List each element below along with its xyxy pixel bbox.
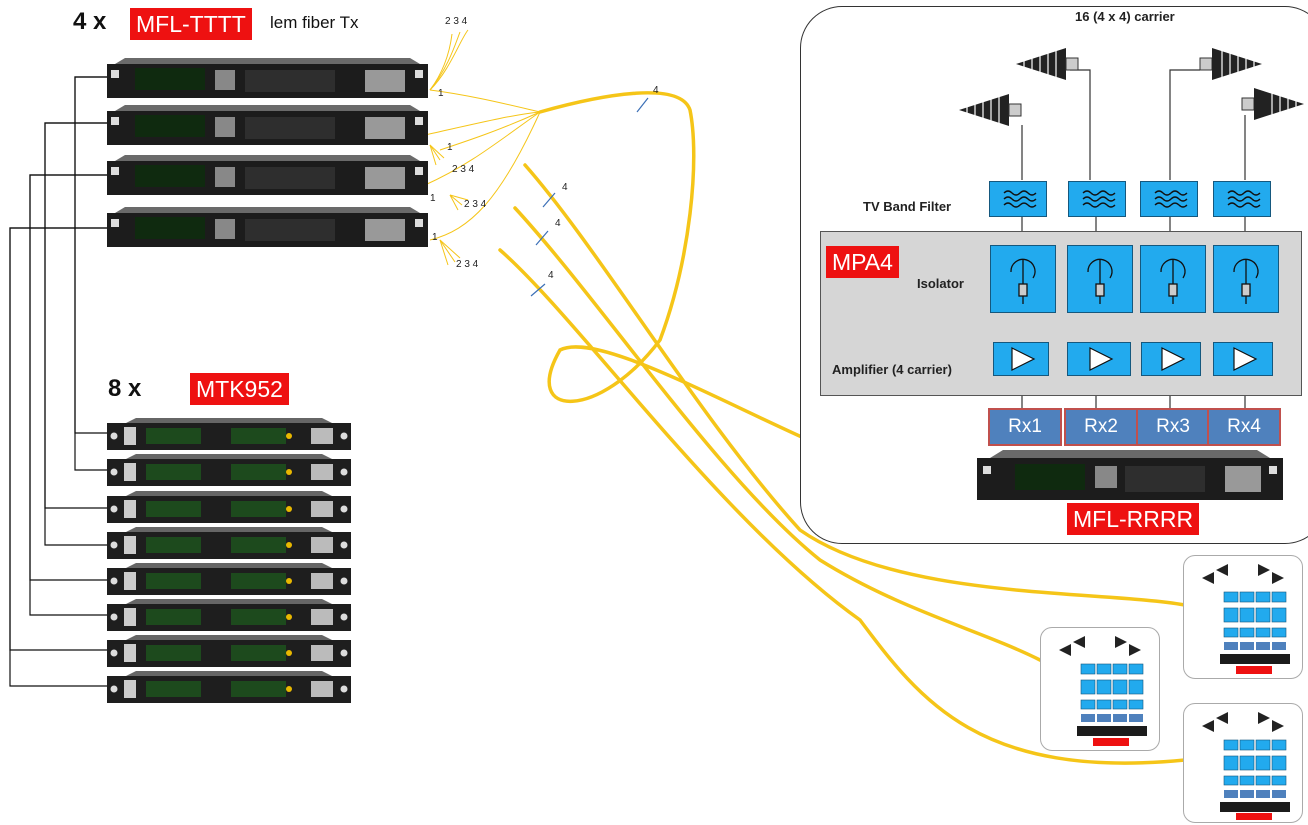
rx3-box: Rx3 [1136,408,1210,446]
fiber-label-one-d: 1 [432,232,438,243]
mtk-unit [106,599,352,632]
antenna-icon [953,88,1025,137]
fiber-label-one-c: 1 [430,193,436,204]
rx2-box: Rx2 [1064,408,1138,446]
wave-filter-icon [1140,181,1198,217]
fiber-label-mid-b: 2 3 4 [452,164,475,175]
isolator-label: Isolator [917,276,964,291]
mtk-unit [106,454,352,487]
mtk-unit [106,418,352,451]
tx-unit [105,207,430,249]
mtk-unit [106,635,352,668]
tx-unit [105,105,430,147]
mini-carrier-system [1183,703,1303,823]
fanout-fibers [424,29,541,266]
control-wires [9,76,108,687]
wave-filter-icon [1213,181,1271,217]
fiber-label-four-b: 4 [562,182,568,193]
mtk-model-tag: MTK952 [190,373,289,405]
isolator-icon [990,245,1056,313]
tv-band-filter-label: TV Band Filter [863,199,952,214]
amplifier-icon [1213,342,1273,376]
rx-unit-tag: MFL-RRRR [1067,503,1200,535]
mini-carrier-system [1183,555,1303,679]
mpa4-tag: MPA4 [826,246,899,278]
fiber-label-top: 2 3 4 [445,16,468,27]
wave-filter-icon [1068,181,1126,217]
tx-model-tag: MFL-TTTT [130,8,252,40]
isolator-icon [1213,245,1279,313]
tx-unit [105,155,430,197]
tx-subtitle: lem fiber Tx [270,13,359,32]
tx-unit [105,58,430,100]
fiber-label-one-a: 1 [438,88,444,99]
fiber-label-one-b: 1 [447,142,453,153]
fiber-label-four-c: 4 [555,218,561,229]
rx-unit [975,450,1285,502]
mtk-unit [106,527,352,560]
antenna-icon [1238,82,1308,131]
rx1-box: Rx1 [988,408,1062,446]
fiber-ticks [530,97,649,297]
fiber-label-mid-d: 2 3 4 [456,259,479,270]
mtk-count: 8 x [108,375,142,402]
mtk-unit [106,563,352,596]
rx4-box: Rx4 [1207,408,1281,446]
antenna-icon [1196,42,1268,91]
amplifier-label: Amplifier (4 carrier) [832,362,952,377]
carrier-title: 16 (4 x 4) carrier [1075,9,1175,24]
thick-fibers [498,91,1187,765]
mini-carrier-system [1040,627,1160,751]
isolator-icon [1140,245,1206,313]
mtk-unit [106,671,352,704]
antenna-icon [1010,42,1082,91]
tx-count: 4 x [73,8,107,35]
isolator-icon [1067,245,1133,313]
fiber-label-four-d: 4 [548,270,554,281]
fiber-label-four-a: 4 [653,85,659,96]
amplifier-icon [1141,342,1201,376]
amplifier-icon [1067,342,1131,376]
mtk-unit [106,491,352,524]
amplifier-icon [993,342,1049,376]
wave-filter-icon [989,181,1047,217]
fiber-label-mid-c: 2 3 4 [464,199,487,210]
